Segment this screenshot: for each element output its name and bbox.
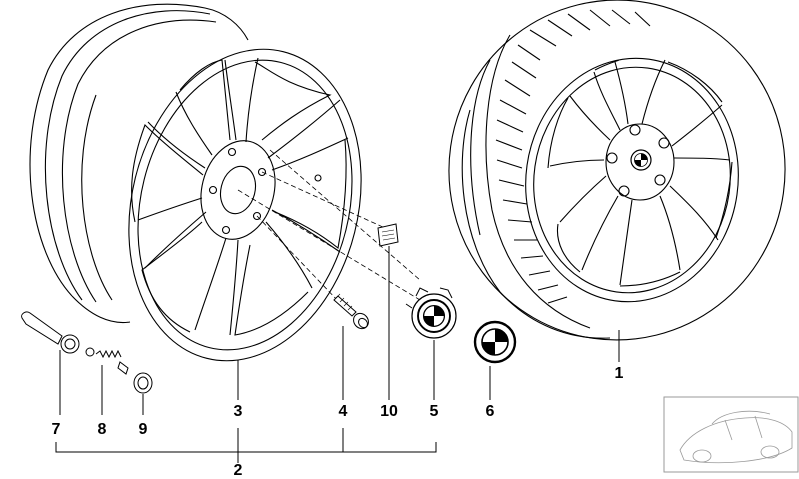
valve-cap bbox=[133, 372, 153, 394]
alloy-rim bbox=[29, 3, 362, 362]
callout-9: 9 bbox=[138, 421, 148, 438]
callout-6: 6 bbox=[485, 403, 495, 420]
callout-3: 3 bbox=[233, 403, 243, 420]
callout-8: 8 bbox=[97, 421, 107, 438]
hub-cap bbox=[405, 287, 457, 339]
callout-2: 2 bbox=[233, 462, 243, 479]
wheel-bolt bbox=[333, 293, 369, 330]
wheel-center-emblem bbox=[630, 149, 652, 171]
callout-7: 7 bbox=[51, 421, 61, 438]
assembly-lines bbox=[237, 149, 421, 304]
complete-wheel bbox=[448, 0, 786, 341]
emblem bbox=[473, 320, 517, 364]
leader-lines bbox=[55, 246, 620, 463]
vehicle-thumbnail bbox=[663, 396, 799, 473]
balance-weight-label bbox=[377, 223, 399, 247]
callout-4: 4 bbox=[338, 403, 348, 420]
callout-1: 1 bbox=[614, 365, 624, 382]
callout-5: 5 bbox=[429, 403, 439, 420]
valve-core bbox=[85, 347, 129, 375]
valve bbox=[21, 311, 80, 354]
callout-10: 10 bbox=[380, 403, 398, 420]
